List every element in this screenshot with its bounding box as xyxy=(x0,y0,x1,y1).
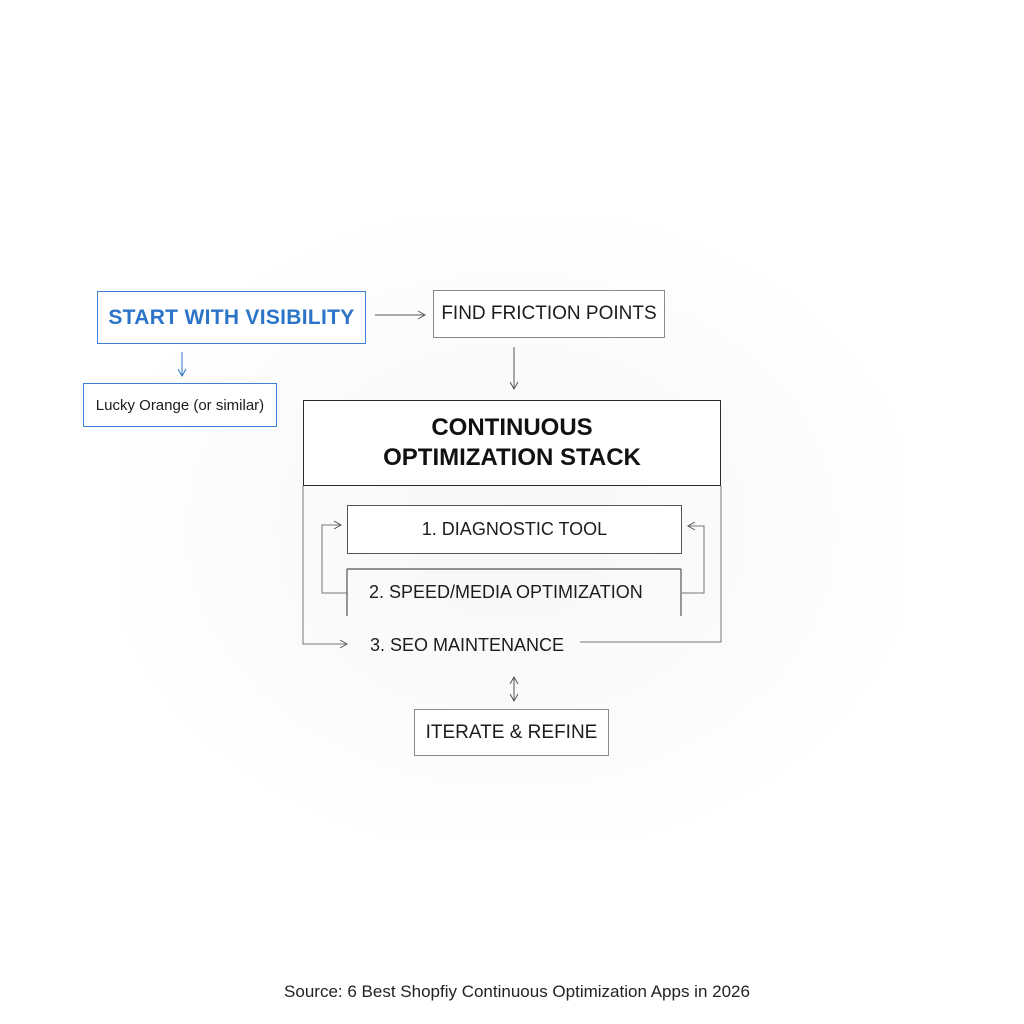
stack-frame-left xyxy=(302,486,349,649)
stack-title-line1: CONTINUOUS xyxy=(431,414,593,441)
loop-left xyxy=(321,520,347,594)
diagnostic-label: 1. DIAGNOSTIC TOOL xyxy=(421,519,608,539)
start-with-visibility-node: START WITH VISIBILITY xyxy=(97,291,366,344)
iterate-label: ITERATE & REFINE xyxy=(425,721,598,743)
lucky-orange-node: Lucky Orange (or similar) xyxy=(83,383,277,427)
lucky-label: Lucky Orange (or similar) xyxy=(95,396,265,414)
stack-frame-right xyxy=(580,486,722,643)
diagnostic-tool-node: 1. DIAGNOSTIC TOOL xyxy=(347,505,682,554)
loop-right xyxy=(682,521,705,594)
iterate-refine-node: ITERATE & REFINE xyxy=(414,709,609,756)
speed-bracket xyxy=(346,568,682,616)
seo-maintenance-label: 3. SEO MAINTENANCE xyxy=(370,635,565,655)
stack-title-line2: OPTIMIZATION STACK xyxy=(383,444,641,471)
friction-label: FIND FRICTION POINTS xyxy=(441,303,657,324)
start-label: START WITH VISIBILITY xyxy=(108,305,355,329)
speed-media-label: 2. SPEED/MEDIA OPTIMIZATION xyxy=(369,582,643,602)
optimization-stack-header: CONTINUOUS OPTIMIZATION STACK xyxy=(303,400,721,486)
source-caption: Source: 6 Best Shopfiy Continuous Optimi… xyxy=(284,982,750,1001)
find-friction-points-node: FIND FRICTION POINTS xyxy=(433,290,665,338)
